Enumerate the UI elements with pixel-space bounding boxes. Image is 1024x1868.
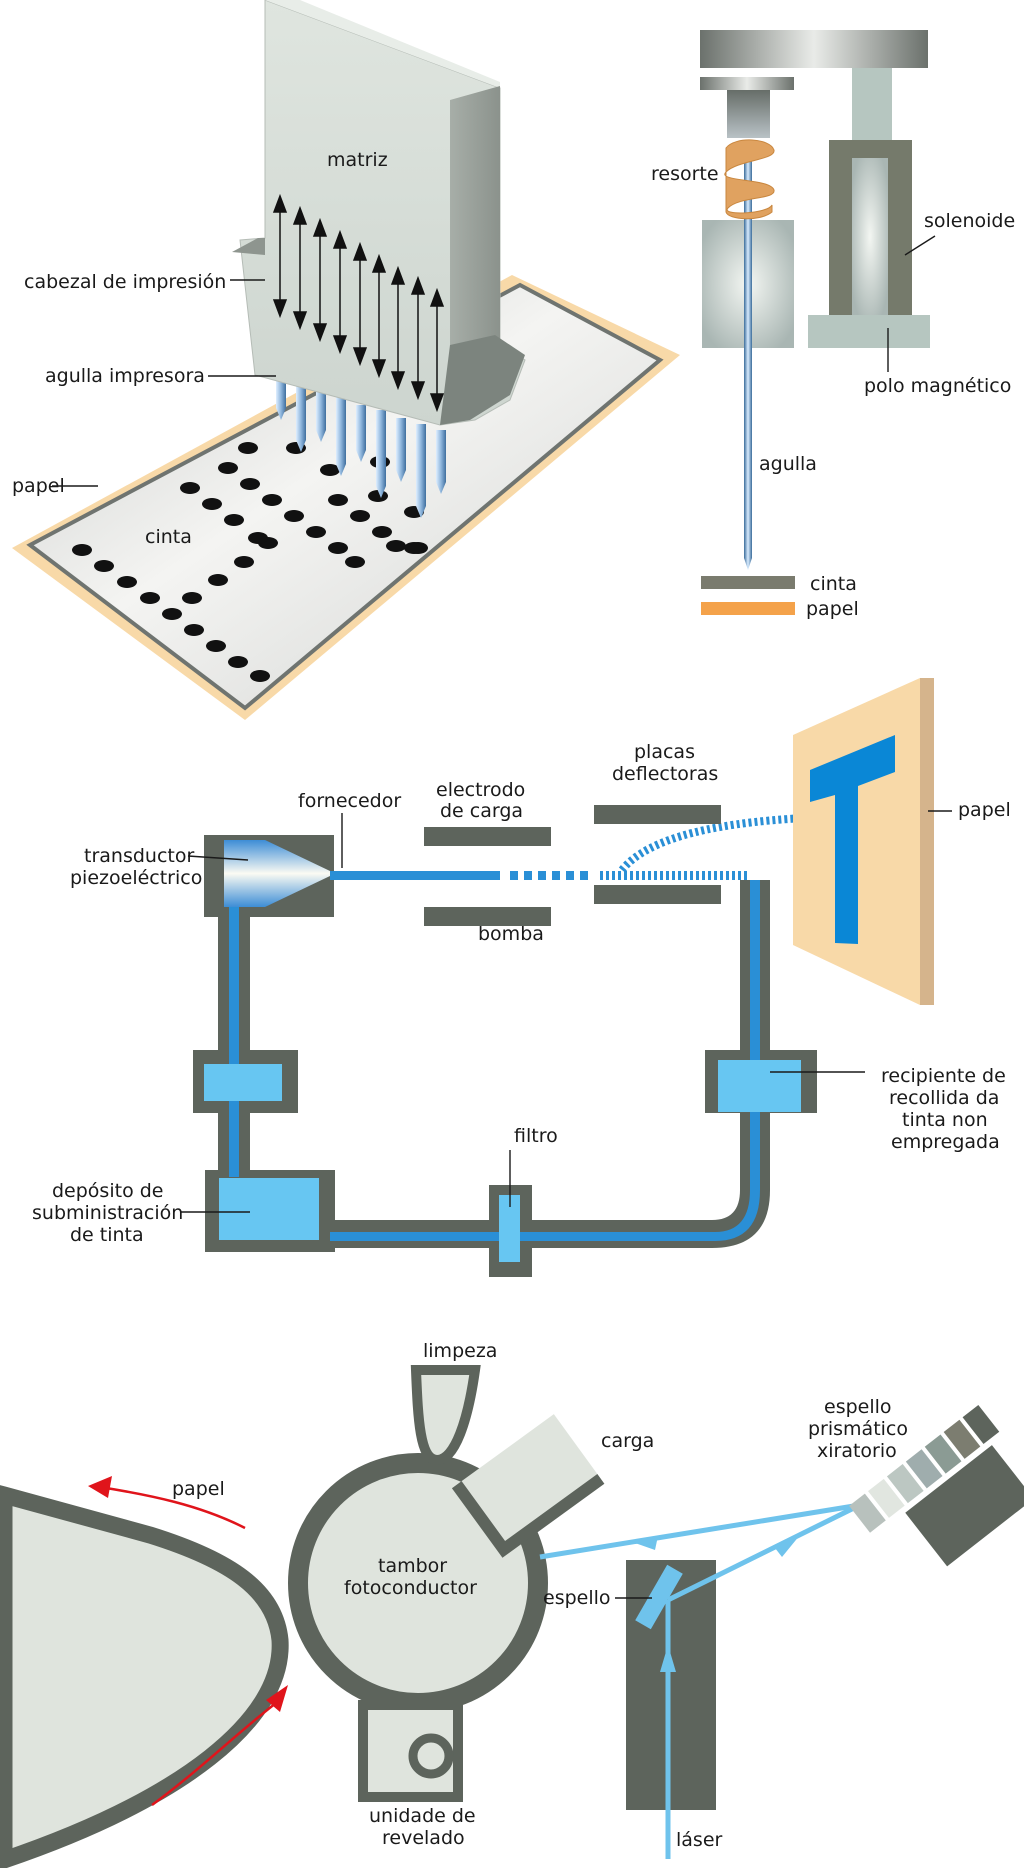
beam-arrow-out [775, 1535, 800, 1557]
inkjet-panel: fornecedor electrodo de carga placas def… [32, 678, 1011, 1277]
label-recovery-3: tinta non [902, 1109, 988, 1131]
label-supply-3: de tinta [70, 1224, 144, 1246]
ink-droplets [510, 871, 747, 880]
printed-dots [72, 442, 428, 682]
label-charge-electrode-2: de carga [440, 800, 523, 822]
solenoid-core [852, 158, 888, 315]
charge-electrode-bottom [424, 907, 551, 926]
print-head-knob [440, 335, 525, 425]
printed-letter [810, 735, 895, 944]
transducer [224, 840, 330, 907]
label-laser-paper: papel [172, 1478, 225, 1500]
label-prism-1: espello [824, 1396, 892, 1418]
label-supplier: fornecedor [298, 790, 401, 812]
label-magnetic-pole: polo magnético [864, 375, 1011, 397]
label-solenoid: solenoide [924, 210, 1015, 232]
ink-flow [229, 871, 760, 1241]
leader-transducer [187, 855, 249, 861]
needle-mechanism-panel: resorte solenoide polo magnético agulla … [651, 30, 1015, 620]
label-mirror: espello [543, 1587, 611, 1609]
label-pump: bomba [478, 923, 544, 945]
leader-solenoid [904, 235, 936, 256]
needle-motion-arrows [272, 193, 445, 413]
label-charge-electrode-1: electrodo [436, 779, 525, 801]
inkjet-paper-edge [920, 678, 934, 1005]
print-head-lip [232, 238, 265, 255]
label-deflector-2: deflectoras [612, 763, 718, 785]
deflector-plate-top [594, 805, 721, 824]
print-head-side [450, 86, 500, 345]
label-transducer-1: transductor [84, 845, 194, 867]
label-prism-3: xiratorio [817, 1440, 897, 1462]
developer-roller [408, 1733, 454, 1779]
label-drum-1: tambor [378, 1555, 447, 1577]
label-supply-1: depósito de [52, 1180, 163, 1202]
cleaning-unit [410, 1365, 481, 1466]
rotating-prism-mirror [849, 1404, 1024, 1567]
paper-bar [701, 602, 795, 615]
label-cleaning: limpeza [423, 1340, 497, 1362]
ink-chambers [204, 1060, 801, 1262]
inkjet-paper [793, 678, 934, 1005]
label-transducer-2: piezoeléctrico [70, 867, 202, 889]
label-matrix: matriz [327, 149, 388, 171]
laser-housing [626, 1560, 716, 1810]
mirror [635, 1564, 683, 1630]
spring [724, 139, 775, 220]
label-recovery-2: recollida da [889, 1087, 999, 1109]
print-head-top-edge [265, 0, 500, 88]
label-print-head: cabezal de impresión [24, 271, 226, 293]
laser-panel: limpeza carga papel tambor fotoconductor… [0, 1340, 1024, 1868]
needle-stem [727, 90, 770, 138]
label-developer-2: revelado [382, 1827, 465, 1849]
beam-arrow-back [632, 1536, 658, 1550]
label-deflector-1: placas [634, 741, 695, 763]
label-ribbon: cinta [145, 526, 192, 548]
needle [744, 140, 752, 570]
deflector-plate-bottom [594, 885, 721, 904]
label-prism-2: prismático [808, 1418, 908, 1440]
label-charge: carga [601, 1430, 654, 1452]
magnetic-pole [808, 315, 930, 348]
label-supply-2: subministración [32, 1202, 183, 1224]
label-paper: papel [12, 475, 65, 497]
label-inkjet-paper: papel [958, 799, 1011, 821]
paper-out-arrow-line [99, 1485, 246, 1530]
paper-path-shape [0, 1485, 289, 1868]
label-paper-2: papel [806, 598, 859, 620]
laser-beams [539, 1502, 862, 1859]
label-needle: agulla [759, 453, 817, 475]
label-ribbon-2: cinta [810, 573, 857, 595]
solenoid-stem [852, 68, 892, 140]
charge-unit [451, 1414, 605, 1558]
needle-cap [700, 77, 794, 90]
paper-out-arrow-head [88, 1476, 112, 1498]
top-bar [700, 30, 928, 68]
charge-electrode-top [424, 827, 551, 846]
label-developer-1: unidade de [369, 1805, 476, 1827]
label-drum-2: fotoconductor [344, 1577, 477, 1599]
paper-in-arrow-line [151, 1699, 281, 1807]
paper-in-arrow-head [266, 1685, 288, 1712]
label-filter: filtro [514, 1125, 558, 1147]
label-print-needle: agulla impresora [45, 365, 205, 387]
label-spring: resorte [651, 163, 719, 185]
label-recovery-4: empregada [891, 1131, 1000, 1153]
label-recovery-1: recipiente de [881, 1065, 1006, 1087]
label-laser: láser [676, 1829, 723, 1851]
ribbon-bar [701, 576, 795, 589]
dot-matrix-panel: matriz cabezal de impresión agulla impre… [12, 0, 680, 720]
beam-arrow-up [660, 1645, 676, 1672]
print-needles [276, 365, 446, 518]
